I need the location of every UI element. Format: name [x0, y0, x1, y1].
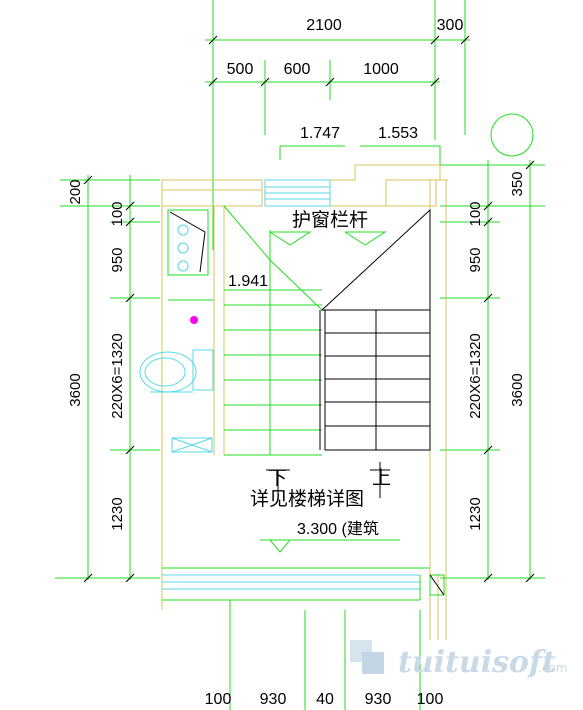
dim-right-350: 350: [509, 171, 526, 196]
dim-bottom-40: 40: [316, 691, 334, 708]
level-3300: 3.300 (建筑: [297, 520, 379, 538]
dim-left-total: 3600: [67, 373, 84, 406]
fixtures: [139, 209, 214, 453]
dim-left-200: 200: [67, 179, 84, 204]
dim-right-100: 100: [467, 201, 484, 226]
dim-bottom-100-left: 100: [205, 691, 232, 708]
label-up: 上: [372, 467, 391, 489]
dim-left-1230: 1230: [109, 497, 126, 530]
watermark: tuituisoft .com: [350, 640, 567, 680]
level-1553: 1.553: [378, 125, 418, 142]
dim-bottom-930-left: 930: [260, 691, 287, 708]
dim-top-seg2: 600: [284, 61, 311, 78]
dim-right-steps: 220X6=1320: [467, 333, 484, 419]
level-1941: 1.941: [228, 273, 268, 290]
dim-top-seg1: 500: [227, 61, 254, 78]
label-see-stair-detail: 详见楼梯详图: [250, 488, 364, 510]
label-down: 下: [268, 467, 287, 489]
dim-top-overall: 2100: [306, 17, 342, 34]
label-window-rail: 护窗栏杆: [292, 209, 368, 231]
marker-dot: [190, 316, 198, 324]
window: [264, 179, 331, 207]
level-1747: 1.747: [300, 125, 340, 142]
bottom-dimension-lines: [229, 600, 421, 710]
dim-top-right: 300: [437, 17, 464, 34]
dim-left-steps: 220X6=1320: [109, 333, 126, 419]
dim-right-950: 950: [467, 247, 484, 272]
watermark-suffix: .com: [538, 661, 567, 675]
dim-bottom-930-right: 930: [365, 691, 392, 708]
dim-top-seg3: 1000: [363, 61, 399, 78]
right-dimension-lines: [440, 160, 545, 583]
upper-flight: [319, 208, 431, 451]
watermark-brand: tuituisoft: [398, 645, 556, 680]
lower-flight-treads: [223, 205, 323, 456]
dim-left-950: 950: [109, 247, 126, 272]
dim-bottom-100-right: 100: [417, 691, 444, 708]
top-dimension-lines: [205, 0, 470, 250]
dim-right-total: 3600: [509, 373, 526, 406]
axis-bubble: [490, 113, 534, 157]
dim-right-1230: 1230: [467, 497, 484, 530]
dim-left-100: 100: [109, 201, 126, 226]
left-dimension-lines: [55, 175, 160, 583]
